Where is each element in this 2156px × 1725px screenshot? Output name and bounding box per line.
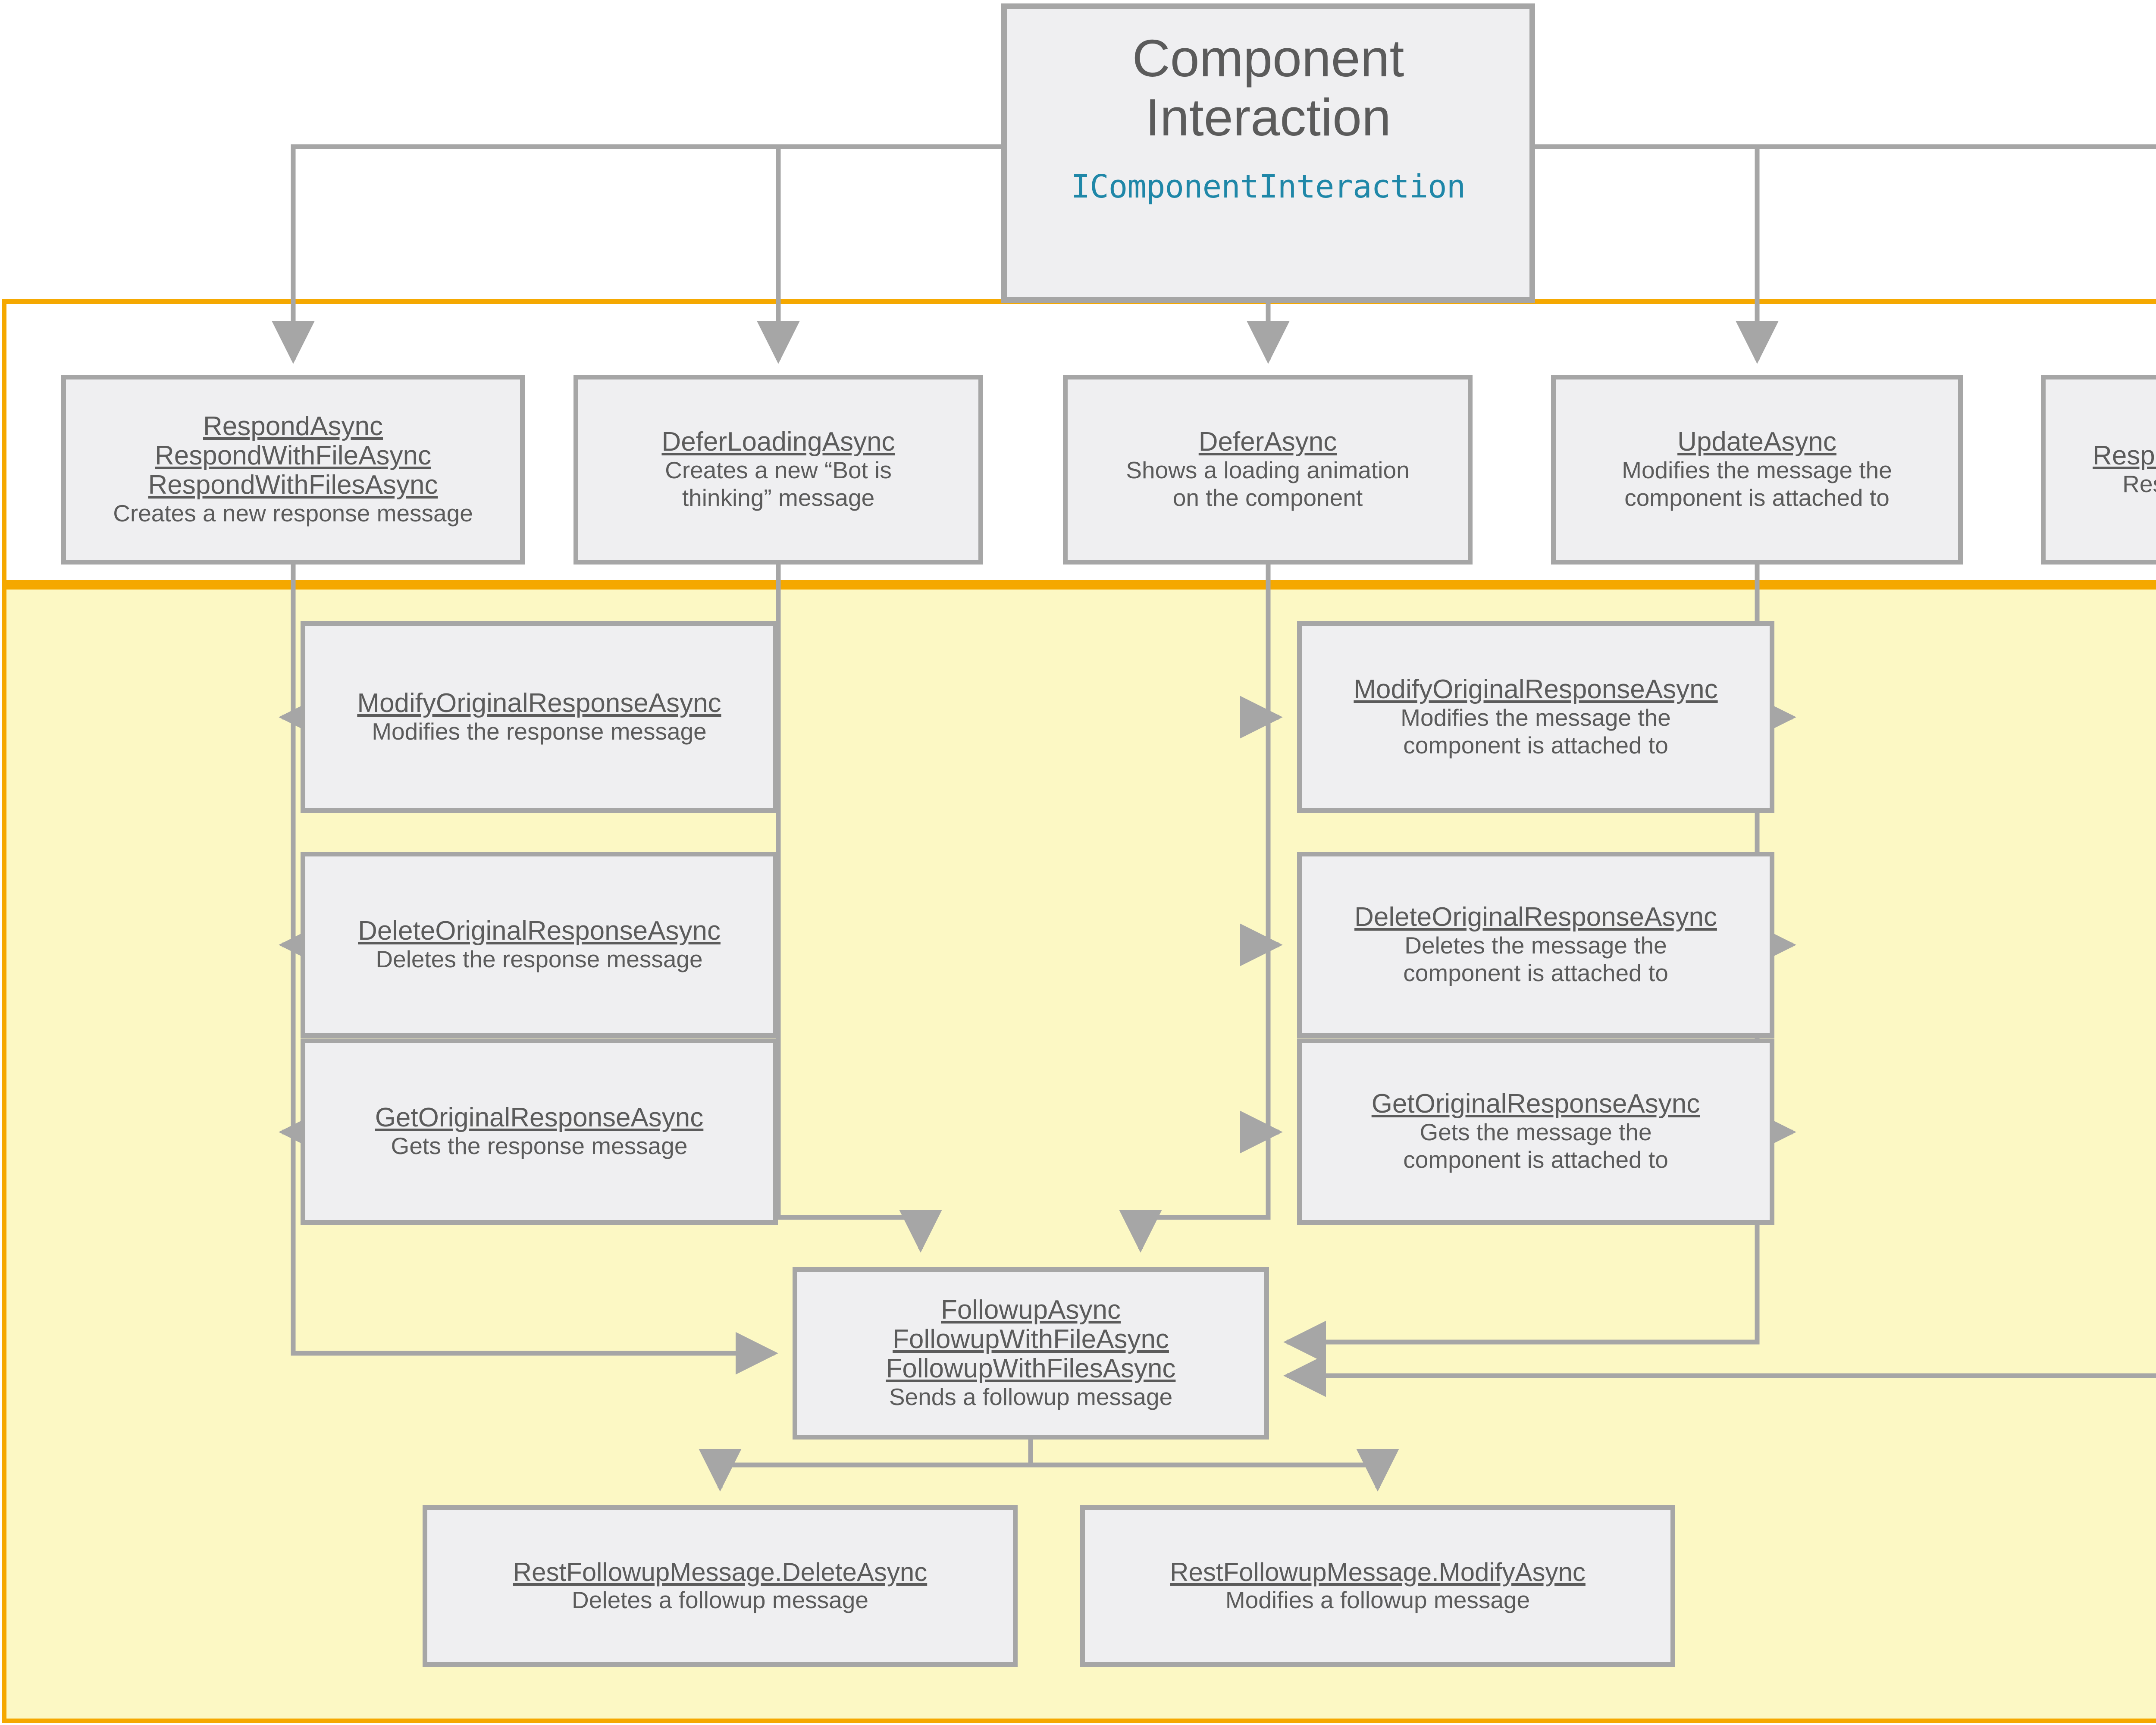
node-description: on the component: [1172, 484, 1363, 511]
node-respond-async[interactable]: RespondAsync RespondWithFileAsync Respon…: [61, 375, 525, 565]
node-description: component is attached to: [1403, 731, 1668, 759]
method-name: FollowupWithFileAsync: [893, 1324, 1169, 1354]
method-name: GetOriginalResponseAsync: [1371, 1089, 1700, 1119]
node-modify-original-response-async-right[interactable]: ModifyOriginalResponseAsync Modifies the…: [1297, 621, 1774, 813]
node-defer-loading-async[interactable]: DeferLoadingAsync Creates a new “Bot is …: [573, 375, 983, 565]
method-name: RestFollowupMessage.DeleteAsync: [513, 1557, 928, 1587]
node-description: Creates a new response message: [113, 500, 473, 527]
method-name: UpdateAsync: [1677, 427, 1836, 457]
node-get-original-response-async-left[interactable]: GetOriginalResponseAsync Gets the respon…: [301, 1038, 778, 1225]
method-name: FollowupAsync: [941, 1295, 1121, 1325]
method-name: ModifyOriginalResponseAsync: [1354, 674, 1718, 704]
node-delete-original-response-async-right[interactable]: DeleteOriginalResponseAsync Deletes the …: [1297, 852, 1774, 1038]
node-description: Modifies a followup message: [1225, 1586, 1530, 1613]
node-description: component is attached to: [1403, 1146, 1668, 1173]
method-name: GetOriginalResponseAsync: [375, 1103, 704, 1132]
method-name: DeleteOriginalResponseAsync: [358, 916, 721, 946]
node-description: Modifies the message the: [1401, 704, 1671, 731]
method-name: RespondWithModalAsync: [2093, 441, 2156, 470]
method-name: DeferAsync: [1198, 427, 1337, 457]
method-name: FollowupWithFilesAsync: [886, 1354, 1176, 1384]
node-description: thinking” message: [682, 484, 875, 511]
node-respond-with-modal-async[interactable]: RespondWithModalAsync Responds with a mo…: [2041, 375, 2156, 565]
node-description: Modifies the response message: [372, 718, 707, 745]
method-name: RestFollowupMessage.ModifyAsync: [1170, 1557, 1586, 1587]
node-component-interaction[interactable]: Component Interaction IComponentInteract…: [1001, 3, 1535, 303]
node-description: Sends a followup message: [889, 1383, 1173, 1411]
node-modify-original-response-async-left[interactable]: ModifyOriginalResponseAsync Modifies the…: [301, 621, 778, 813]
method-name: ModifyOriginalResponseAsync: [357, 688, 721, 718]
node-rest-followup-message-modify-async[interactable]: RestFollowupMessage.ModifyAsync Modifies…: [1080, 1505, 1675, 1667]
node-description: Modifies the message the: [1622, 457, 1892, 484]
node-description: Gets the response message: [391, 1132, 688, 1160]
node-description: component is attached to: [1624, 484, 1890, 511]
root-interface-name: IComponentInteraction: [1071, 168, 1466, 206]
node-update-async[interactable]: UpdateAsync Modifies the message the com…: [1551, 375, 1963, 565]
method-name: RespondWithFileAsync: [155, 441, 431, 470]
root-title-line2: Interaction: [1145, 88, 1391, 147]
node-followup-async[interactable]: FollowupAsync FollowupWithFileAsync Foll…: [793, 1267, 1269, 1440]
node-delete-original-response-async-left[interactable]: DeleteOriginalResponseAsync Deletes the …: [301, 852, 778, 1038]
node-description: Deletes a followup message: [572, 1586, 868, 1613]
node-description: Responds with a modal: [2122, 470, 2156, 498]
node-defer-async[interactable]: DeferAsync Shows a loading animation on …: [1063, 375, 1473, 565]
node-description: Shows a loading animation: [1126, 457, 1410, 484]
method-name: DeferLoadingAsync: [661, 427, 895, 457]
node-get-original-response-async-right[interactable]: GetOriginalResponseAsync Gets the messag…: [1297, 1038, 1774, 1225]
root-title-line1: Component: [1132, 29, 1404, 88]
node-description: Gets the message the: [1420, 1119, 1652, 1146]
node-description: component is attached to: [1403, 960, 1668, 987]
node-description: Deletes the message the: [1404, 932, 1667, 959]
node-description: Creates a new “Bot is: [665, 457, 892, 484]
method-name: RespondAsync: [203, 411, 383, 441]
node-description: Deletes the response message: [376, 946, 703, 973]
method-name: DeleteOriginalResponseAsync: [1354, 902, 1717, 932]
node-rest-followup-message-delete-async[interactable]: RestFollowupMessage.DeleteAsync Deletes …: [423, 1505, 1018, 1667]
method-name: RespondWithFilesAsync: [148, 470, 438, 500]
